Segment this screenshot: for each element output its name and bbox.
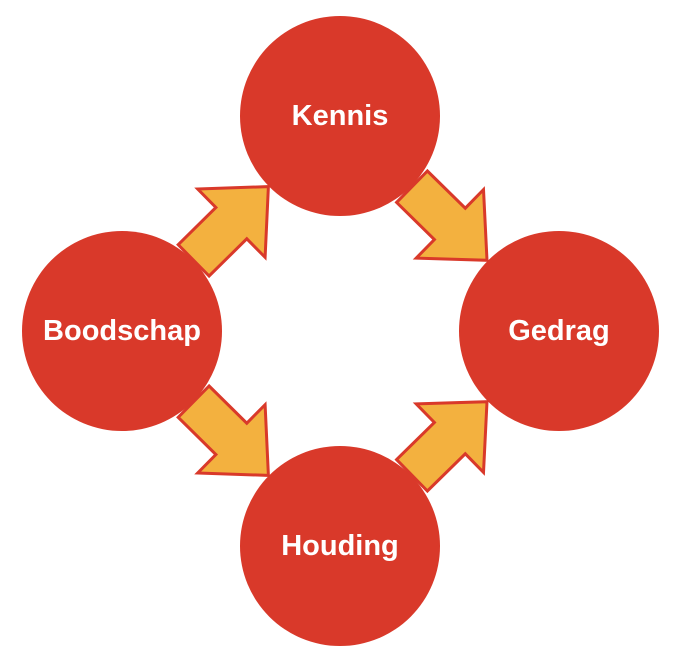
node-boodschap-circle (22, 231, 222, 431)
node-houding: Houding (240, 446, 440, 646)
node-houding-label: Houding (281, 530, 399, 562)
node-boodschap: Boodschap (22, 231, 222, 431)
nodes-layer: Kennis Boodschap Gedrag Houding (22, 16, 659, 646)
arrow-kennis-to-gedrag (394, 168, 489, 262)
arrow-boodschap-to-houding (176, 383, 270, 477)
node-houding-circle (240, 446, 440, 646)
arrow-boodschap-to-kennis (176, 185, 270, 279)
arrow-houding-to-gedrag (394, 400, 489, 494)
node-gedrag-circle (459, 231, 659, 431)
node-gedrag: Gedrag (459, 231, 659, 431)
node-gedrag-label: Gedrag (508, 315, 610, 347)
arrows-layer (176, 168, 489, 494)
node-kennis-label: Kennis (292, 100, 389, 132)
node-kennis-circle (240, 16, 440, 216)
node-boodschap-label: Boodschap (43, 315, 201, 347)
node-kennis: Kennis (240, 16, 440, 216)
